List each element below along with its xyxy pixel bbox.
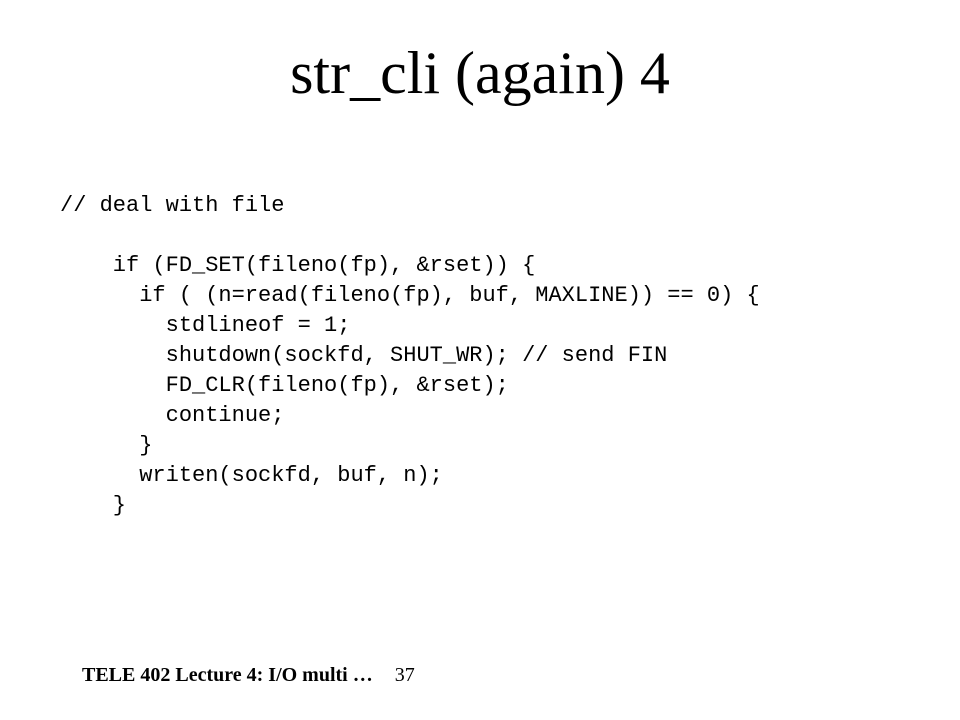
code-line: } [60,493,127,518]
slide-title: str_cli (again) 4 [290,40,670,106]
footer-page-number: 37 [394,664,415,686]
code-line: writen(sockfd, buf, n); [60,463,443,488]
code-line: if (FD_SET(fileno(fp), &rset)) { [60,253,536,278]
code-line: stdlineof = 1; [60,313,351,338]
code-line: shutdown(sockfd, SHUT_WR); // send FIN [60,343,668,368]
code-line: if ( (n=read(fileno(fp), buf, MAXLINE)) … [60,283,760,308]
slide-footer: TELE 402 Lecture 4: I/O multi … 37 [82,662,415,688]
code-line: } [60,433,153,458]
code-line: FD_CLR(fileno(fp), &rset); [60,373,509,398]
code-line: continue; [60,403,285,428]
footer-course-title: TELE 402 Lecture 4: I/O multi … [82,664,373,686]
code-line: // deal with file [60,193,285,218]
